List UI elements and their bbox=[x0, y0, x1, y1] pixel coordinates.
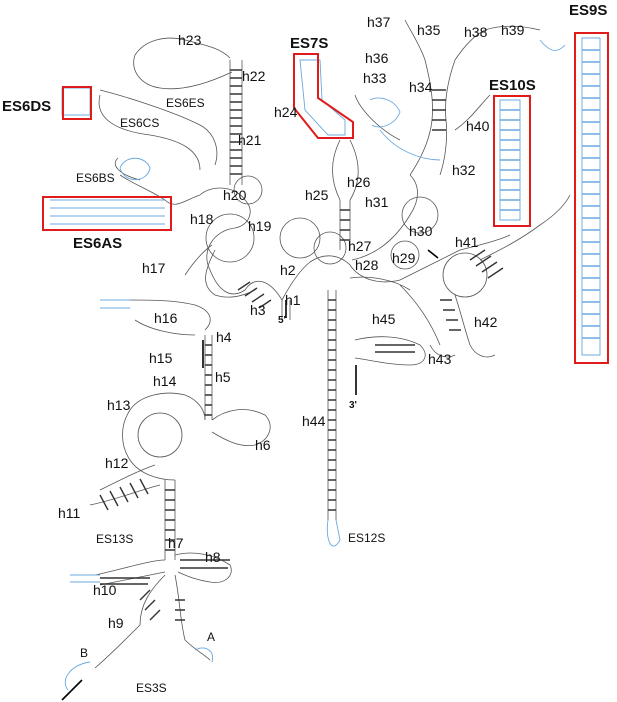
label-h6: h6 bbox=[255, 437, 271, 453]
helix-labels: h1 h2 h3 h4 h5 h6 h7 h8 h9 h10 h11 h12 h… bbox=[58, 14, 525, 631]
label-h43: h43 bbox=[428, 351, 452, 367]
label-es13s: ES13S bbox=[96, 532, 133, 546]
label-h9: h9 bbox=[108, 615, 124, 631]
base-pair-ladders bbox=[99, 69, 504, 621]
label-es6as: ES6AS bbox=[73, 235, 122, 252]
label-h24: h24 bbox=[274, 104, 298, 120]
label-h13: h13 bbox=[107, 397, 131, 413]
label-h29: h29 bbox=[392, 250, 416, 266]
label-h18: h18 bbox=[190, 211, 214, 227]
label-h20: h20 bbox=[223, 187, 247, 203]
label-h26: h26 bbox=[347, 174, 371, 190]
es6as-box bbox=[42, 196, 172, 231]
structure-backbone bbox=[89, 19, 571, 669]
label-es10s: ES10S bbox=[489, 77, 536, 94]
label-h11: h11 bbox=[58, 505, 81, 521]
label-h8: h8 bbox=[205, 549, 221, 565]
label-h33: h33 bbox=[363, 70, 387, 86]
label-h5: h5 bbox=[215, 369, 231, 385]
end-markers bbox=[61, 249, 439, 701]
label-h4: h4 bbox=[216, 329, 232, 345]
label-b: B bbox=[80, 646, 88, 660]
label-h30: h30 bbox=[409, 223, 433, 239]
strand-ends: 5' 3' bbox=[278, 315, 357, 411]
label-h42: h42 bbox=[474, 314, 498, 330]
label-h15: h15 bbox=[149, 350, 173, 366]
label-h28: h28 bbox=[355, 257, 379, 273]
label-h44: h44 bbox=[302, 413, 326, 429]
label-es7s: ES7S bbox=[290, 35, 328, 52]
label-h2: h2 bbox=[280, 262, 296, 278]
label-h7: h7 bbox=[168, 535, 184, 551]
label-h41: h41 bbox=[455, 234, 479, 250]
label-es9s: ES9S bbox=[569, 2, 607, 19]
label-h38: h38 bbox=[464, 24, 488, 40]
highlight-boxes bbox=[42, 32, 609, 364]
es10s-box bbox=[493, 95, 531, 227]
label-h36: h36 bbox=[365, 50, 389, 66]
label-es6es: ES6ES bbox=[166, 96, 205, 110]
label-es12s: ES12S bbox=[348, 531, 385, 545]
label-es6cs: ES6CS bbox=[120, 116, 159, 130]
label-h21: h21 bbox=[238, 132, 262, 148]
label-h23: h23 bbox=[178, 32, 202, 48]
label-h16: h16 bbox=[154, 310, 178, 326]
label-h35: h35 bbox=[417, 22, 441, 38]
label-h3: h3 bbox=[250, 302, 266, 318]
boxed-labels: ES6DS ES6AS ES7S ES10S ES9S bbox=[2, 2, 607, 252]
es7s-box bbox=[293, 53, 354, 139]
label-h22: h22 bbox=[242, 68, 266, 84]
label-es3s: ES3S bbox=[136, 681, 167, 695]
label-h12: h12 bbox=[105, 455, 129, 471]
label-h39: h39 bbox=[501, 22, 525, 38]
label-h19: h19 bbox=[248, 218, 272, 234]
label-es6ds: ES6DS bbox=[2, 98, 51, 115]
label-a: A bbox=[207, 630, 215, 644]
es6ds-box bbox=[62, 86, 92, 120]
label-h31: h31 bbox=[365, 194, 389, 210]
label-h34: h34 bbox=[409, 79, 433, 95]
es9s-box bbox=[574, 32, 609, 364]
three-prime-end: 3' bbox=[349, 400, 357, 411]
label-es6bs: ES6BS bbox=[76, 171, 115, 185]
label-h10: h10 bbox=[93, 582, 117, 598]
label-h17: h17 bbox=[142, 260, 166, 276]
label-h25: h25 bbox=[305, 187, 329, 203]
label-h27: h27 bbox=[348, 238, 372, 254]
label-h37: h37 bbox=[367, 14, 391, 30]
label-h40: h40 bbox=[466, 118, 490, 134]
label-h32: h32 bbox=[452, 162, 476, 178]
expansion-segments bbox=[50, 37, 601, 691]
label-h1: h1 bbox=[285, 292, 301, 308]
five-prime-end: 5' bbox=[278, 315, 286, 326]
expansion-labels: ES6ES ES6CS ES6BS ES13S ES12S ES3S A B bbox=[76, 96, 385, 695]
label-h45: h45 bbox=[372, 311, 396, 327]
label-h14: h14 bbox=[153, 373, 177, 389]
